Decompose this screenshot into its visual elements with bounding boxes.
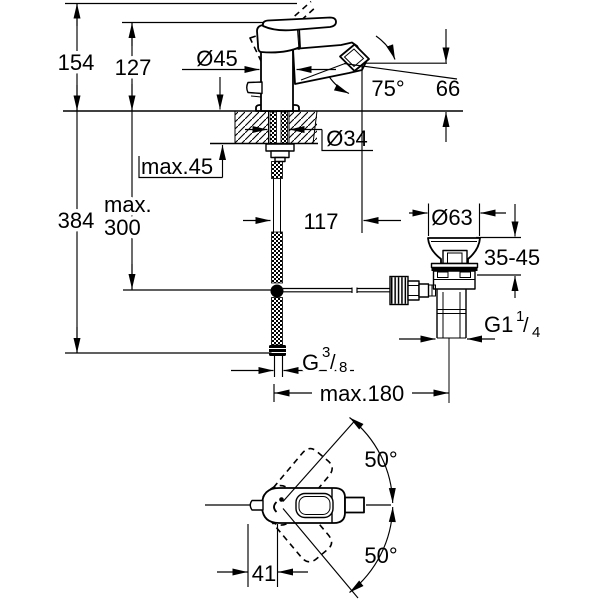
- dim-handle-projection: 41: [252, 561, 276, 586]
- rod-ball-joint: [270, 284, 284, 298]
- dim-waste-height-range: 35-45: [484, 245, 540, 270]
- waste-plug-cap: [442, 249, 468, 265]
- dim-overall-height: 154: [58, 50, 95, 75]
- shank-thread-left: [269, 111, 277, 145]
- front-view: 154 127 Ø45 75° 66 Ø34 max.45 384 max. 3…: [54, 0, 540, 406]
- dim-waste-thread: G1 1 / 4: [484, 308, 540, 341]
- swivel-arc-upper: [349, 417, 396, 504]
- dim-swivel-angle-lower: 50°: [364, 543, 397, 568]
- top-view-lever-window-inner: [298, 496, 331, 515]
- flex-hose-braid-3: [271, 297, 283, 346]
- supply-hose-assembly: [265, 111, 295, 377]
- top-view-rear-knob: [249, 499, 264, 511]
- flex-hose-braid-1: [271, 161, 283, 179]
- flex-hose-braid-2: [271, 231, 283, 284]
- waste-thread-sub: 4: [532, 324, 540, 341]
- faucet-lever: [261, 16, 337, 32]
- waste-thread-base: G1: [484, 312, 513, 337]
- dim-hose-max-line2: 300: [104, 215, 141, 240]
- dim-spout-angle: 75°: [371, 76, 404, 101]
- mounting-nut-3: [274, 156, 286, 163]
- hose-thread-sup: 3: [322, 344, 330, 361]
- aerator-inner: [343, 48, 365, 68]
- mounting-nut: [265, 143, 295, 152]
- swivel-dimensions: [217, 417, 396, 599]
- hose-end-tube: [273, 356, 284, 377]
- mounting-deck: [63, 110, 463, 145]
- waste-tailpipe: [436, 289, 467, 339]
- rod-collar: [407, 280, 420, 301]
- dim-spout-reach: 117: [303, 209, 338, 234]
- pop-up-knob: [246, 81, 263, 95]
- pop-up-knob-detail: [250, 95, 262, 98]
- swivel-position-lower-dashed: [260, 484, 333, 563]
- top-view-pivot-dot: [279, 497, 284, 502]
- pop-up-waste: [389, 237, 481, 403]
- hose-thread-sub: 8: [339, 359, 347, 376]
- dim-swivel-angle-upper: 50°: [364, 447, 397, 472]
- faucet-body: [260, 43, 294, 112]
- dim-hole-diameter: Ø34: [326, 126, 368, 151]
- hose-nut: [269, 345, 286, 356]
- dim-waste-flange-diameter: Ø63: [431, 205, 473, 230]
- top-view-lever-window: [295, 492, 334, 519]
- rod-neck: [418, 283, 430, 298]
- waste-thread-sup: 1: [516, 308, 524, 325]
- dim-body-diameter: Ø45: [196, 46, 238, 71]
- mounting-nut-2: [270, 150, 290, 159]
- dim-total-height: 384: [58, 208, 95, 233]
- top-view-notch: [273, 501, 278, 513]
- waste-seal-ring: [430, 262, 479, 269]
- shank-thread-right: [280, 111, 288, 145]
- dim-max-depth: max.180: [320, 381, 404, 406]
- dim-spout-outlet-height: 66: [436, 76, 460, 101]
- waste-seal-band: [431, 267, 478, 271]
- top-view-aerator: [344, 496, 365, 514]
- aerator: [339, 43, 370, 72]
- dim-hose-thread: G 3 / 8: [299, 341, 351, 380]
- dim-hose-max-line1: max.: [104, 192, 152, 217]
- hose-thread-slash: /: [330, 352, 336, 374]
- pop-up-rod: [270, 284, 392, 298]
- swivel-arc-lower: [349, 506, 396, 593]
- hose-thread-base: G: [302, 350, 319, 375]
- dim-mounting-thickness: max.45: [141, 154, 213, 179]
- top-swivel-view: 50° 50° 41: [205, 417, 398, 599]
- spout-inner-line: [300, 63, 346, 81]
- flex-hose-tube: [273, 178, 281, 232]
- dimension-lines-front: [65, 3, 521, 402]
- dim-handle-height: 127: [115, 55, 152, 80]
- waste-thread-slash: /: [523, 315, 529, 337]
